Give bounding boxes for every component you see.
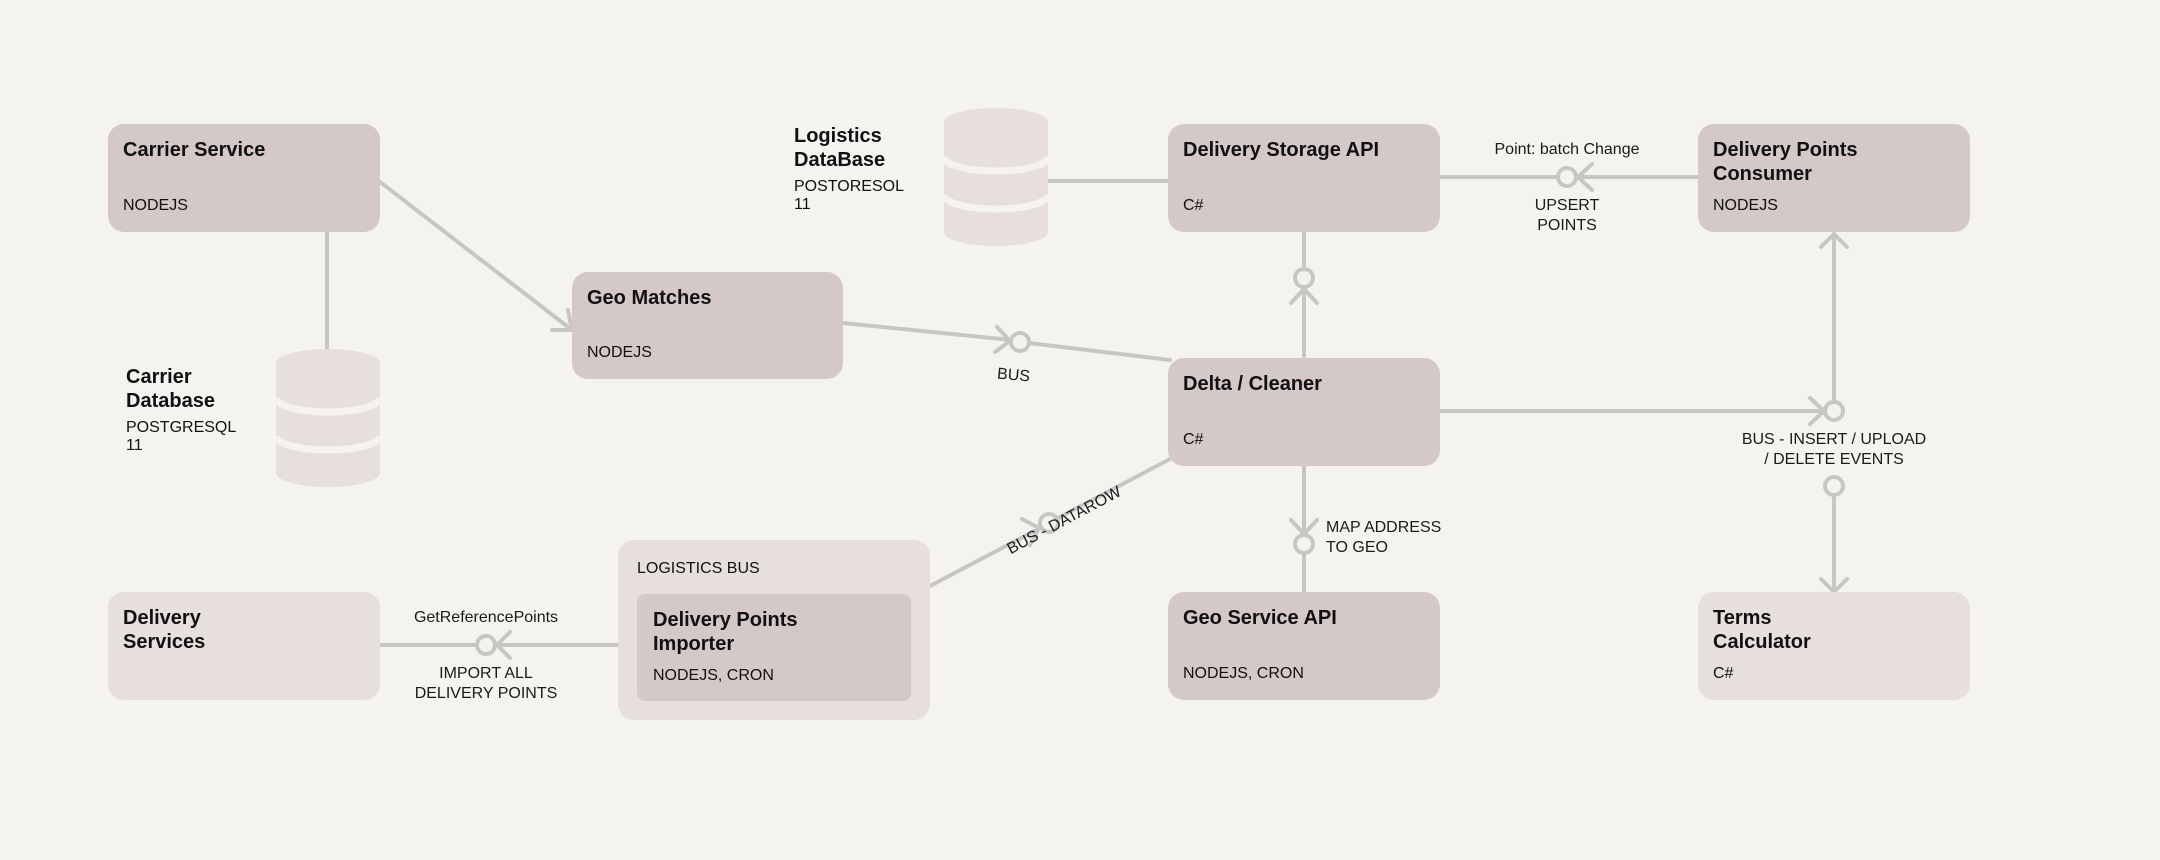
db-title: Logistics DataBase xyxy=(794,125,886,171)
interface-bus xyxy=(1009,331,1031,353)
db-title: Carrier Database xyxy=(126,366,215,412)
db-tech: POSTORESOL 11 xyxy=(794,178,904,213)
interface-storage-api xyxy=(1293,267,1315,289)
group-logistics-bus[interactable]: LOGISTICS BUS Delivery Points Importer N… xyxy=(618,540,930,720)
arrowhead-storage-api xyxy=(1289,287,1319,305)
interface-datarow xyxy=(1038,512,1060,534)
node-tech: C# xyxy=(1183,431,1204,448)
interface-map-geo xyxy=(1293,533,1315,555)
node-title: Terms Calculator xyxy=(1713,607,1811,653)
edge-label-bus-events-line1: BUS - INSERT / UPLOAD xyxy=(1741,431,1927,448)
node-geo-service-api[interactable]: Geo Service API NODEJS, CRON xyxy=(1168,592,1440,700)
node-title: Delivery Points Importer xyxy=(653,609,798,655)
node-geo-matches[interactable]: Geo Matches NODEJS xyxy=(572,272,843,379)
arrowhead-upsert xyxy=(1576,162,1594,192)
db-tech: POSTGRESQL 11 xyxy=(126,419,236,454)
edge-label-map-address-line1: MAP ADDRESS xyxy=(1326,519,1442,536)
edge-label-import-all-line1: IMPORT ALL xyxy=(439,665,533,682)
node-tech: NODEJS xyxy=(123,197,188,214)
node-title: Geo Matches xyxy=(587,287,712,309)
edge-geo-matches-to-bus xyxy=(841,321,1013,342)
edge-label-map-address-line2: TO GEO xyxy=(1326,539,1388,556)
carrier-db-label: Carrier Database POSTGRESQL 11 xyxy=(126,365,256,455)
edge-label-upsert-points: UPSERT POINTS xyxy=(1534,197,1600,234)
node-tech: NODEJS xyxy=(587,344,652,361)
edge-label-bus-events-line2: / DELETE EVENTS xyxy=(1764,451,1904,468)
arrowhead-consumer xyxy=(1819,232,1849,249)
node-title: Delivery Points Consumer xyxy=(1713,139,1858,185)
arrowhead-import xyxy=(495,630,512,660)
node-title: Delivery Services xyxy=(123,607,206,653)
node-title: Delivery Storage API xyxy=(1183,139,1380,161)
logistics-db-label: Logistics DataBase POSTORESOL 11 xyxy=(794,124,924,214)
node-title: Carrier Service xyxy=(123,139,266,161)
edge-label-get-reference-points: GetReferencePoints xyxy=(413,609,559,626)
node-delivery-points-consumer[interactable]: Delivery Points Consumer NODEJS xyxy=(1698,124,1970,232)
edge-datarow-to-delta xyxy=(1056,456,1174,520)
node-delta-cleaner[interactable]: Delta / Cleaner C# xyxy=(1168,358,1440,466)
node-tech: C# xyxy=(1183,197,1204,214)
interface-import-all xyxy=(475,634,497,656)
node-tech: C# xyxy=(1713,665,1734,682)
node-tech: NODEJS, CRON xyxy=(653,667,774,684)
node-title: Geo Service API xyxy=(1183,607,1337,629)
carrier-database-icon xyxy=(272,349,384,487)
edge-label-point-batch-change: Point: batch Change xyxy=(1494,141,1640,158)
edge-label-import-all-line2: DELIVERY POINTS xyxy=(414,685,558,702)
edge-bus-to-delta xyxy=(1027,341,1172,362)
node-delivery-points-importer[interactable]: Delivery Points Importer NODEJS, CRON xyxy=(637,594,911,701)
edge-label-bus: BUS xyxy=(996,365,1031,386)
interface-upsert-points xyxy=(1556,166,1578,188)
node-tech: NODEJS, CRON xyxy=(1183,665,1304,682)
group-label: LOGISTICS BUS xyxy=(637,560,760,577)
node-carrier-service[interactable]: Carrier Service NODEJS xyxy=(108,124,380,232)
edge-carrier-service-to-geo-matches xyxy=(378,180,574,332)
node-title: Delta / Cleaner xyxy=(1183,373,1322,395)
node-delivery-services[interactable]: Delivery Services xyxy=(108,592,380,700)
interface-terms xyxy=(1823,475,1845,497)
node-terms-calculator[interactable]: Terms Calculator C# xyxy=(1698,592,1970,700)
logistics-database-icon xyxy=(940,108,1052,246)
interface-bus-events xyxy=(1823,400,1845,422)
node-tech: NODEJS xyxy=(1713,197,1778,214)
node-delivery-storage-api[interactable]: Delivery Storage API C# xyxy=(1168,124,1440,232)
arrowhead-datarow xyxy=(1020,517,1041,547)
edge-logistics-bus-to-datarow xyxy=(928,526,1042,588)
